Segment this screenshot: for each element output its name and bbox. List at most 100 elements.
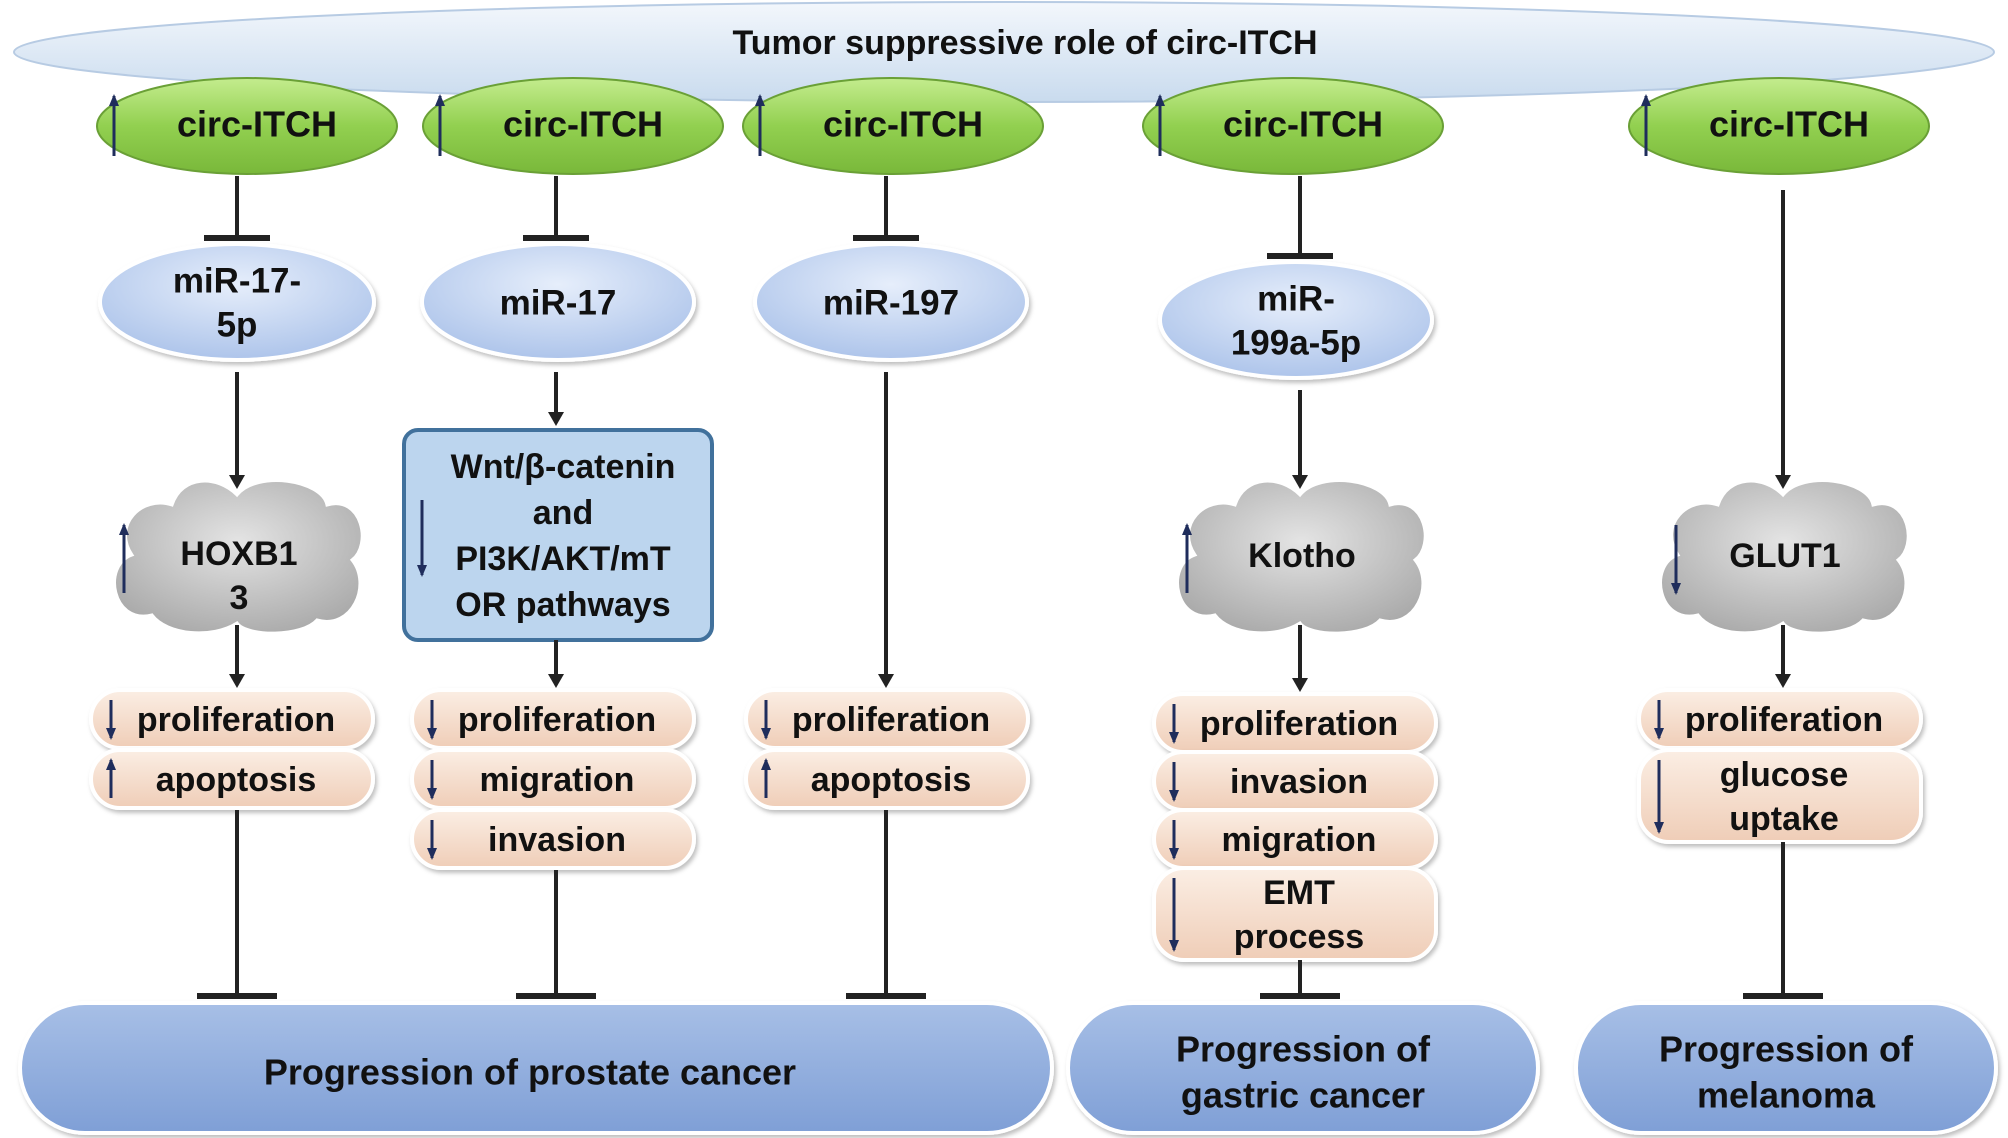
mirna-label: miR-17- bbox=[173, 261, 301, 300]
outcome-label: Progression of bbox=[1659, 1029, 1914, 1070]
down-arrow-icon bbox=[427, 820, 437, 860]
up-arrow-icon bbox=[119, 523, 129, 593]
target-label: PI3K/AKT/mT bbox=[455, 540, 671, 578]
outcome-label: Progression of prostate cancer bbox=[264, 1052, 796, 1093]
effect-label: uptake bbox=[1729, 800, 1839, 838]
effect-item: proliferation bbox=[744, 688, 1030, 750]
outcome-label: gastric cancer bbox=[1181, 1075, 1425, 1116]
down-arrow-icon bbox=[106, 700, 116, 740]
effect-item: apoptosis bbox=[89, 748, 375, 810]
activation-arrow bbox=[229, 372, 245, 489]
target-label: OR pathways bbox=[455, 586, 670, 624]
target-cloud: HOXB1 3 bbox=[113, 479, 364, 635]
outcome-label: melanoma bbox=[1697, 1075, 1876, 1116]
column-gastric: circ-ITCHmiR-199a-5pKlothoproliferationi… bbox=[1142, 77, 1444, 999]
up-arrow-icon bbox=[106, 758, 116, 798]
up-arrow-icon bbox=[1182, 523, 1192, 593]
up-arrow-icon bbox=[1155, 94, 1165, 156]
up-arrow-icon bbox=[435, 94, 445, 156]
effect-item: apoptosis bbox=[744, 748, 1030, 810]
column-melanoma: circ-ITCH GLUT1 proliferation glucose uptake bbox=[1628, 77, 1930, 999]
effect-item: migration bbox=[410, 748, 696, 810]
circ-itch-label: circ-ITCH bbox=[177, 104, 337, 145]
circ-itch-label: circ-ITCH bbox=[503, 104, 663, 145]
inhibition-line bbox=[1743, 842, 1823, 999]
up-arrow-icon bbox=[1641, 94, 1651, 156]
activation-arrow bbox=[229, 625, 245, 688]
activation-arrow bbox=[548, 640, 564, 688]
target-label: GLUT1 bbox=[1729, 537, 1840, 575]
mirna-label: 5p bbox=[217, 305, 258, 344]
up-arrow-icon bbox=[109, 94, 119, 156]
effect-item: proliferation bbox=[1637, 688, 1923, 750]
down-arrow-icon bbox=[417, 500, 427, 577]
effect-label: EMT bbox=[1263, 874, 1335, 912]
effect-label: proliferation bbox=[1685, 701, 1883, 739]
effects-stack: proliferation glucose uptake bbox=[1637, 688, 1923, 844]
column-prostate-3: circ-ITCH miR-197 proliferation apoptosis bbox=[742, 77, 1044, 999]
mirna-label: miR- bbox=[1257, 279, 1335, 318]
target-label: 3 bbox=[230, 579, 249, 617]
activation-arrow bbox=[548, 372, 564, 426]
circ-itch-node: circ-ITCH bbox=[742, 77, 1044, 175]
effect-item: invasion bbox=[1152, 750, 1438, 812]
circ-itch-label: circ-ITCH bbox=[1709, 104, 1869, 145]
down-arrow-icon bbox=[1654, 760, 1664, 834]
inhibition-line bbox=[853, 176, 919, 241]
down-arrow-icon bbox=[1671, 525, 1681, 595]
effect-label: glucose bbox=[1720, 756, 1848, 794]
effect-item: migration bbox=[1152, 808, 1438, 870]
title-banner: Tumor suppressive role of circ-ITCH bbox=[13, 1, 1995, 103]
effect-item: EMT process bbox=[1152, 866, 1438, 962]
inhibition-line bbox=[523, 176, 589, 241]
target-label: Wnt/β-catenin bbox=[451, 448, 676, 486]
activation-arrow bbox=[1292, 390, 1308, 489]
effect-label: apoptosis bbox=[156, 761, 317, 799]
effect-label: proliferation bbox=[458, 701, 656, 739]
outcome-node: Progression of melanoma bbox=[1574, 1001, 1998, 1135]
circ-itch-node: circ-ITCH bbox=[1628, 77, 1930, 175]
down-arrow-icon bbox=[427, 760, 437, 800]
inhibition-line bbox=[204, 176, 270, 241]
mirna-label: miR-197 bbox=[823, 283, 959, 322]
effect-label: invasion bbox=[488, 821, 626, 859]
activation-arrow bbox=[1292, 625, 1308, 692]
effect-item: proliferation bbox=[1152, 692, 1438, 754]
activation-arrow bbox=[1775, 625, 1791, 688]
effect-item: invasion bbox=[410, 808, 696, 870]
effect-label: process bbox=[1234, 918, 1364, 956]
up-arrow-icon bbox=[761, 758, 771, 798]
effects-stack: proliferation apoptosis bbox=[744, 688, 1030, 810]
effect-label: apoptosis bbox=[811, 761, 972, 799]
down-arrow-icon bbox=[1169, 762, 1179, 802]
mirna-node: miR-17 bbox=[420, 242, 696, 362]
mirna-node: miR-197 bbox=[753, 242, 1029, 362]
outcome-node: Progression of prostate cancer bbox=[18, 1001, 1054, 1135]
inhibition-line bbox=[516, 870, 596, 999]
down-arrow-icon bbox=[1169, 820, 1179, 860]
effect-label: migration bbox=[1222, 821, 1377, 859]
mirna-label: 199a-5p bbox=[1231, 323, 1361, 362]
inhibition-line bbox=[197, 810, 277, 999]
effect-label: migration bbox=[480, 761, 635, 799]
outcome-row: Progression of prostate cancer Progressio… bbox=[18, 1001, 1998, 1135]
inhibition-line bbox=[846, 810, 926, 999]
effects-stack: proliferation migration invasion bbox=[410, 688, 696, 870]
target-label: HOXB1 bbox=[180, 535, 297, 573]
activation-arrow bbox=[878, 372, 894, 688]
mirna-node: miR-17- 5p bbox=[98, 242, 376, 362]
effect-item: proliferation bbox=[410, 688, 696, 750]
activation-arrow bbox=[1775, 190, 1791, 489]
circ-itch-label: circ-ITCH bbox=[1223, 104, 1383, 145]
target-label: and bbox=[533, 494, 593, 532]
circ-itch-node: circ-ITCH bbox=[422, 77, 724, 175]
circ-itch-node: circ-ITCH bbox=[1142, 77, 1444, 175]
target-cloud: GLUT1 bbox=[1659, 479, 1910, 635]
circ-itch-label: circ-ITCH bbox=[823, 104, 983, 145]
